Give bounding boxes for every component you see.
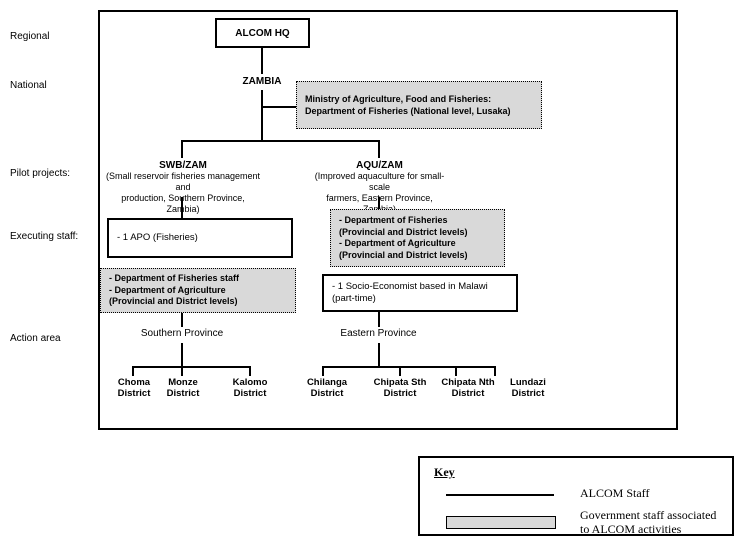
connector-hq-to-zambia	[261, 48, 263, 74]
connector-eastern-province-trunk	[378, 343, 380, 368]
connector-aqu-to-gov	[378, 197, 380, 209]
node-swb-gov-line-3: (Provincial and District levels)	[109, 296, 238, 307]
diagram-frame	[98, 10, 678, 430]
district-choma-line-1: Choma	[117, 377, 151, 388]
node-swb-zam: SWB/ZAM (Small reservoir fisheries manag…	[104, 160, 262, 215]
node-aqu-zam-sub-1: (Improved aquaculture for small-scale	[314, 171, 445, 192]
district-chipata-sth: Chipata Sth District	[364, 377, 436, 399]
district-chipata-nth-line-2: District	[451, 388, 485, 399]
node-ministry-line-2: Department of Fisheries (National level,…	[305, 106, 511, 116]
district-kalomo-line-2: District	[233, 388, 267, 399]
district-lundazi: Lundazi District	[500, 377, 556, 399]
connector-drop-chipata-nth	[455, 366, 457, 376]
key-label-government-staff-line-2: to ALCOM activities	[580, 522, 682, 536]
connector-drop-kalomo	[249, 366, 251, 376]
node-apo-fisheries-line-1: - 1 APO (Fisheries)	[117, 232, 198, 243]
key-label-alcom-staff: ALCOM Staff	[580, 486, 650, 500]
district-monze-line-2: District	[166, 388, 200, 399]
connector-drop-choma	[132, 366, 134, 376]
node-aqu-gov-line-3: - Department of Agriculture	[339, 238, 456, 248]
district-kalomo: Kalomo District	[222, 377, 278, 399]
connector-drop-aqu	[378, 140, 380, 158]
district-choma-line-2: District	[117, 388, 151, 399]
key-swatch-alcom-line	[446, 494, 554, 496]
node-swb-zam-title: SWB/ZAM	[159, 160, 207, 171]
node-aqu-government-staff: - Department of Fisheries (Provincial an…	[330, 209, 505, 267]
node-socio-economist: - 1 Socio-Economist based in Malawi (par…	[322, 274, 518, 312]
node-southern-province-label: Southern Province	[140, 328, 224, 339]
connector-drop-monze	[181, 366, 183, 376]
row-label-action-area: Action area	[10, 333, 61, 344]
key-legend: Key ALCOM Staff Government staff associa…	[418, 456, 734, 536]
connector-aqu-to-eastern-province	[378, 312, 380, 327]
district-lundazi-line-1: Lundazi	[510, 377, 546, 388]
connector-drop-lundazi	[494, 366, 496, 376]
node-socio-economist-line-1: - 1 Socio-Economist based in Malawi	[332, 281, 488, 292]
key-title: Key	[434, 465, 455, 479]
node-socio-economist-line-2: (part-time)	[332, 293, 376, 304]
connector-swb-to-southern-province	[181, 313, 183, 327]
node-aqu-zam-title: AQU/ZAM	[356, 160, 403, 171]
node-alcom-hq-label: ALCOM HQ	[235, 27, 290, 39]
node-swb-zam-sub-2: production, Southern Province, Zambia)	[121, 193, 245, 214]
node-swb-gov-line-1: - Department of Fisheries staff	[109, 273, 240, 284]
node-swb-zam-sub-1: (Small reservoir fisheries management an…	[105, 171, 261, 192]
node-eastern-province-label: Eastern Province	[340, 328, 417, 339]
node-aqu-gov-line-4: (Provincial and District levels)	[339, 249, 468, 260]
district-monze: Monze District	[155, 377, 211, 399]
connector-zambia-to-ministry	[261, 106, 296, 108]
node-swb-gov-line-2: - Department of Agriculture	[109, 284, 226, 295]
district-chipata-nth: Chipata Nth District	[432, 377, 504, 399]
connector-eastern-district-bar	[322, 366, 496, 368]
node-aqu-gov-line-2: (Provincial and District levels)	[339, 226, 468, 237]
district-chipata-nth-line-1: Chipata Nth	[441, 377, 495, 388]
connector-drop-swb	[181, 140, 183, 158]
district-monze-line-1: Monze	[168, 377, 198, 388]
node-alcom-hq: ALCOM HQ	[215, 18, 310, 48]
key-label-government-staff: Government staff associated to ALCOM act…	[580, 508, 728, 536]
row-label-executing-staff: Executing staff:	[10, 231, 79, 242]
node-swb-government-staff: - Department of Fisheries staff - Depart…	[100, 268, 296, 313]
node-ministry-of-agriculture: Ministry of Agriculture, Food and Fisher…	[296, 81, 542, 129]
district-chilanga-line-2: District	[310, 388, 344, 399]
key-label-government-staff-line-1: Government staff associated	[580, 508, 717, 522]
connector-drop-chipata-sth	[399, 366, 401, 376]
row-label-national: National	[10, 80, 47, 91]
connector-zambia-to-projects	[261, 90, 263, 140]
key-swatch-government-block	[446, 516, 556, 529]
district-chilanga: Chilanga District	[296, 377, 358, 399]
district-lundazi-line-2: District	[511, 388, 545, 399]
connector-swb-to-apo	[181, 197, 183, 218]
district-choma: Choma District	[106, 377, 162, 399]
row-label-regional: Regional	[10, 31, 50, 42]
connector-southern-province-trunk	[181, 343, 183, 368]
district-kalomo-line-1: Kalomo	[232, 377, 268, 388]
node-zambia-label: ZAMBIA	[242, 76, 282, 87]
district-chipata-sth-line-2: District	[383, 388, 417, 399]
row-label-pilot-projects: Pilot projects:	[10, 168, 71, 179]
district-chipata-sth-line-1: Chipata Sth	[373, 377, 427, 388]
node-ministry-line-1: Ministry of Agriculture, Food and Fisher…	[305, 94, 492, 104]
connector-southern-district-bar	[132, 366, 251, 368]
connector-projects-split-bar	[181, 140, 380, 142]
node-aqu-gov-line-1: - Department of Fisheries	[339, 215, 448, 225]
node-apo-fisheries: - 1 APO (Fisheries)	[107, 218, 293, 258]
district-chilanga-line-1: Chilanga	[306, 377, 348, 388]
connector-drop-chilanga	[322, 366, 324, 376]
